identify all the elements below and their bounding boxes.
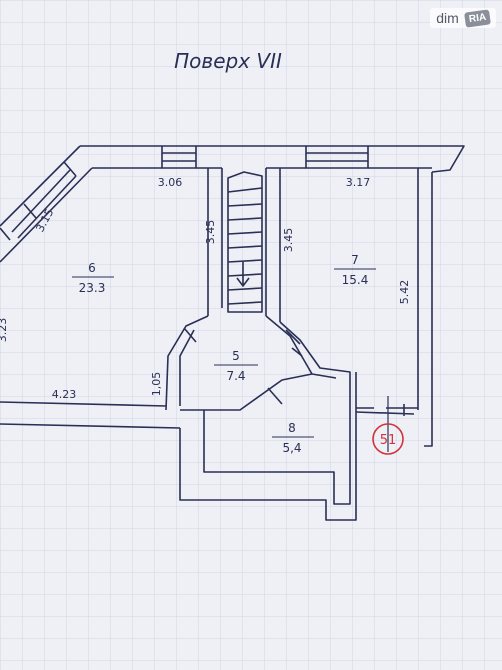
marker-51: 51: [372, 396, 404, 455]
watermark-dim: dim: [436, 10, 459, 26]
room-6-number: 6: [88, 261, 96, 275]
stair-arrow-icon: [236, 262, 250, 287]
dim-hall-small: 1,05: [150, 372, 163, 397]
walls: [0, 145, 465, 521]
room-5-area: 7.4: [226, 369, 245, 383]
floor-title: Поверх VII: [174, 49, 282, 73]
right-wall: [417, 168, 433, 447]
marker-circle-icon: [372, 423, 404, 455]
room-8-area: 5,4: [282, 441, 301, 455]
room-5-number: 5: [232, 349, 240, 363]
room-6-area: 23.3: [79, 281, 106, 295]
watermark-ria: RIA: [463, 8, 491, 28]
room-labels: 6 23.3 7 15.4 5 7.4 8 5,4: [72, 253, 376, 455]
left-corridor-wall: [0, 401, 181, 429]
dim-top-left: 3.06: [158, 176, 183, 189]
stair-walls: [221, 168, 267, 316]
dim-top-right: 3.17: [346, 176, 371, 189]
dim-left-edge: 3.23: [0, 318, 9, 343]
window-top-right: [305, 145, 369, 169]
room-7-area: 15.4: [342, 273, 369, 287]
dim-stair-left: 3.45: [204, 220, 217, 245]
room-8-number: 8: [288, 421, 296, 435]
room-7-number: 7: [351, 253, 359, 267]
dim-corridor: 4.23: [52, 388, 77, 401]
marker-number: 51: [380, 433, 397, 448]
dim-room-7-height: 5.42: [398, 280, 411, 305]
diagonal-wall: [0, 145, 93, 263]
room-8-walls: [203, 372, 357, 505]
window-top-left: [161, 145, 197, 169]
watermark-logo: dim RIA: [430, 8, 496, 28]
top-outer-wall: [80, 145, 465, 173]
dim-stair-right: 3.45: [282, 228, 295, 253]
